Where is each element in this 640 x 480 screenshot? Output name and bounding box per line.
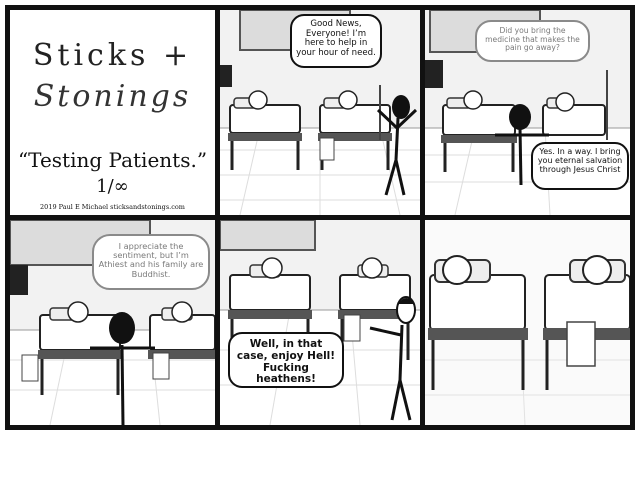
- panel-6: [425, 220, 630, 425]
- credit-line: 2019 Paul E Michael sticksandstonings.co…: [40, 203, 185, 211]
- speech-bubble-intro: Good News, Everyone! I’m here to help in…: [290, 14, 382, 68]
- panel-2: Good News, Everyone! I’m here to help in…: [220, 10, 420, 215]
- bed-left: [228, 97, 302, 170]
- comic-strip: Sticks + Stonings “Testing Patients.” 1/…: [5, 5, 635, 430]
- patient-question-text: Did you bring the medicine that makes th…: [485, 26, 580, 52]
- salvation-text: Yes. In a way. I bring you eternal salva…: [537, 147, 623, 174]
- panel-6-art: [425, 220, 630, 425]
- panel-3: Did you bring the medicine that makes th…: [425, 10, 630, 215]
- panel-5: Well, in that case, enjoy Hell! Fucking …: [220, 220, 420, 425]
- speech-bubble-patient-question: Did you bring the medicine that makes th…: [475, 20, 590, 62]
- panel-5-art: [220, 220, 420, 425]
- speech-bubble-athiest: I appreciate the sentiment, but I’m Athi…: [92, 234, 210, 290]
- logo-stonings: Stonings: [33, 79, 192, 114]
- speech-bubble-heathens: Well, in that case, enjoy Hell! Fucking …: [228, 332, 344, 388]
- panel-3-art: [425, 10, 630, 215]
- speech-intro-text: Good News, Everyone! I’m here to help in…: [296, 19, 376, 58]
- speech-bubble-salvation: Yes. In a way. I bring you eternal salva…: [531, 142, 629, 190]
- comic-logo: Sticks + Stonings: [10, 38, 215, 114]
- episode-number: 1/∞: [96, 176, 129, 197]
- heathens-text: Well, in that case, enjoy Hell! Fucking …: [236, 338, 336, 386]
- panel-4: I appreciate the sentiment, but I’m Athi…: [10, 220, 215, 425]
- athiest-text: I appreciate the sentiment, but I’m Athi…: [98, 241, 204, 279]
- episode-title: “Testing Patients.”: [17, 148, 208, 172]
- panel-title: Sticks + Stonings “Testing Patients.” 1/…: [10, 10, 215, 215]
- logo-sticks: Sticks +: [32, 38, 193, 73]
